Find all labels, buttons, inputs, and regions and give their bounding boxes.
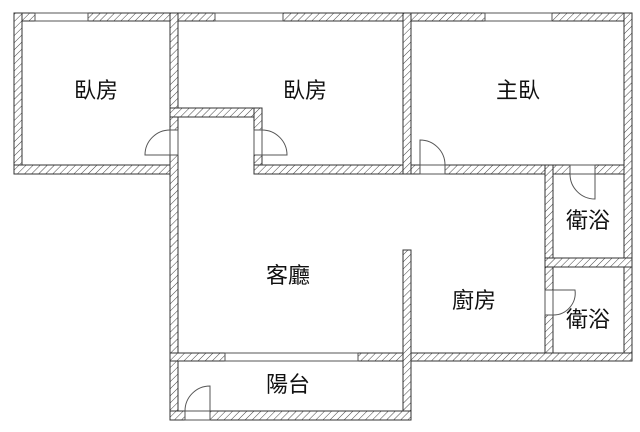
- window-master: [484, 12, 553, 22]
- door-bedroom-left: [144, 129, 179, 156]
- wall-kitchen-partition: [402, 249, 412, 421]
- room-label-balcony: 陽台: [266, 373, 310, 398]
- wall-bathroom-divider: [544, 257, 633, 268]
- window-living: [224, 352, 359, 362]
- room-label-bedroom-middle: 臥房: [283, 79, 327, 104]
- door-balcony: [184, 385, 211, 421]
- wall-living-bottom: [169, 352, 633, 362]
- wall-balcony-bottom: [169, 410, 412, 421]
- room-labels: 臥房 臥房 主臥 衛浴 衛浴 客廳 廚房 陽台: [74, 79, 610, 398]
- room-label-kitchen: 廚房: [452, 289, 496, 314]
- wall-left: [13, 12, 23, 175]
- window-bedroom-left: [34, 12, 89, 22]
- door-bathroom-lower: [544, 289, 576, 316]
- door-master: [419, 139, 446, 175]
- room-label-bathroom-lower: 衛浴: [566, 308, 610, 333]
- room-label-bathroom-upper: 衛浴: [566, 209, 610, 234]
- door-bedroom-middle: [253, 129, 288, 156]
- wall-master-left: [402, 12, 412, 175]
- wall-bedroom-left-bottom: [13, 164, 179, 175]
- doors: [144, 129, 596, 421]
- room-label-bedroom-left: 臥房: [74, 79, 118, 104]
- window-bedroom-middle: [214, 12, 284, 22]
- door-bathroom-upper: [569, 164, 596, 200]
- room-label-living-room: 客廳: [266, 264, 310, 289]
- wall-right: [623, 12, 633, 362]
- windows: [34, 12, 553, 362]
- room-label-master-bedroom: 主臥: [496, 79, 540, 104]
- wall-bedroom-middle-notch: [169, 107, 263, 118]
